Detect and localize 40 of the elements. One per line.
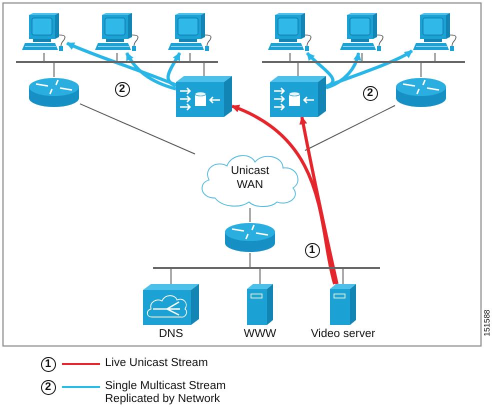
arrow	[299, 116, 339, 284]
arrow	[125, 52, 176, 91]
network-appliance-icon	[270, 76, 326, 117]
connector-line	[342, 268, 344, 284]
arrow	[166, 52, 182, 88]
arrow	[66, 42, 177, 86]
connector-line	[116, 52, 118, 62]
legend-text: Single Multicast Stream Replicated by Network	[105, 380, 227, 406]
computer-icon	[267, 13, 313, 53]
router-icon	[28, 77, 80, 108]
computer-icon	[339, 13, 385, 53]
device-label: DNS	[158, 328, 184, 340]
callout-number: 2	[114, 82, 130, 96]
arrow	[231, 104, 336, 284]
callout-number: 1	[304, 242, 320, 258]
router-icon	[395, 77, 447, 108]
connector-line	[170, 268, 172, 284]
lan-bus-line	[16, 61, 218, 63]
computer-icon	[21, 13, 67, 53]
computer-icon	[94, 13, 140, 53]
lan-bus-line	[153, 267, 380, 269]
callout-number: 2	[40, 380, 56, 394]
computer-icon	[167, 13, 213, 53]
lan-bus-line	[262, 61, 465, 63]
router-icon	[224, 222, 276, 253]
callout-number: 2	[362, 86, 378, 100]
connector-line	[420, 62, 422, 78]
callout-number: 1	[40, 356, 56, 372]
legend-text: Live Unicast Stream	[105, 357, 209, 370]
arrow	[325, 52, 361, 90]
figure-id: 151588	[482, 310, 492, 336]
cloud-label: Unicast WAN	[230, 164, 270, 192]
network-appliance-icon	[176, 76, 232, 117]
device-label: Video server	[310, 328, 376, 340]
computer-icon	[412, 13, 458, 53]
device-label: WWW	[244, 328, 276, 340]
connector-line	[304, 105, 396, 151]
connector-line	[80, 103, 196, 154]
connector-line	[434, 52, 436, 62]
arrow	[325, 49, 413, 88]
